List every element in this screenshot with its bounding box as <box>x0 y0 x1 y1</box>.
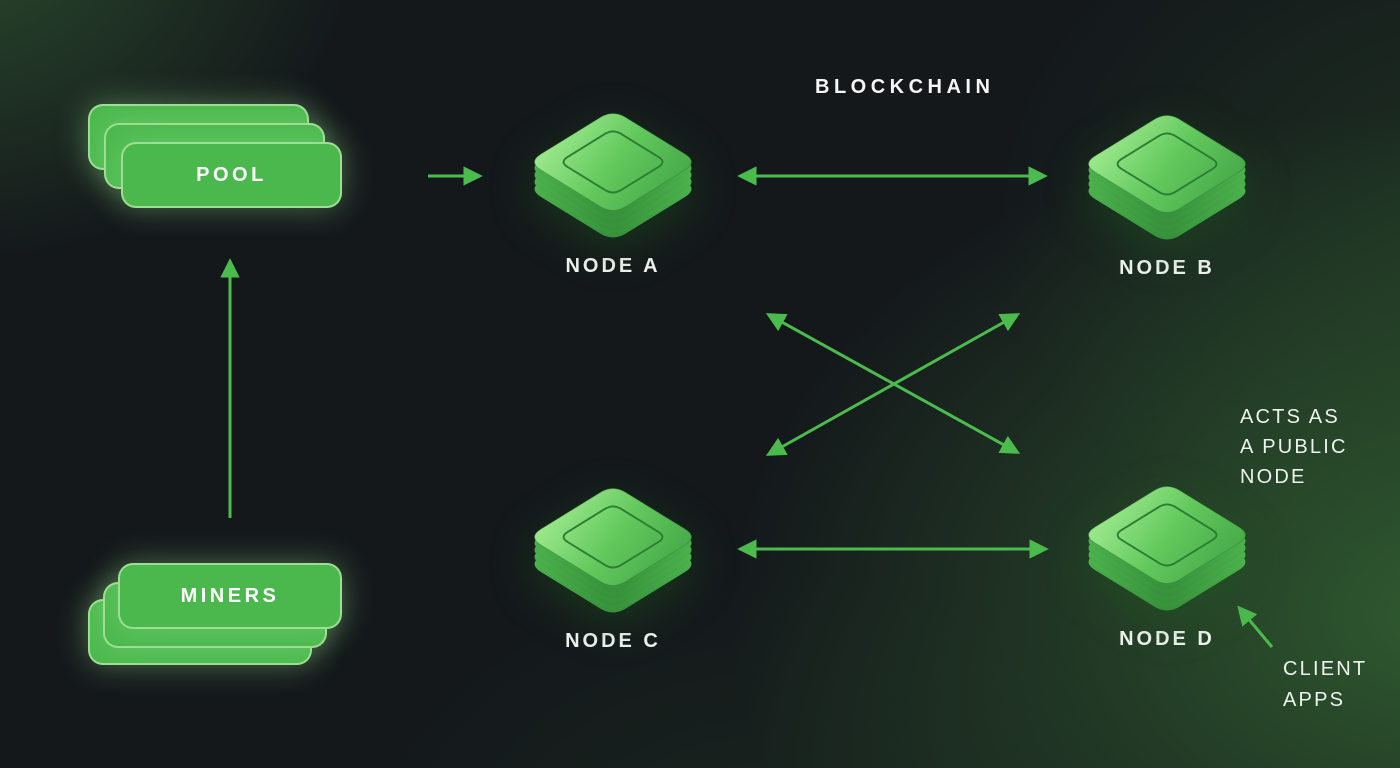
node-d-cube-icon <box>1082 483 1252 616</box>
node-a-cube-icon <box>528 110 698 243</box>
annotation-line: ACTS AS <box>1240 406 1340 428</box>
miners-label: MINERS <box>180 584 280 607</box>
pool-card-front: POOL <box>121 142 342 208</box>
node-c-label: NODE C <box>565 630 661 652</box>
node-a: NODE A <box>528 110 698 278</box>
node-d-label: NODE D <box>1119 628 1215 650</box>
node-c-cube-icon <box>528 485 698 618</box>
annotation-line: A PUBLIC <box>1240 436 1348 458</box>
annotation-acts-as-public-node: ACTS AS A PUBLIC NODE <box>1240 402 1348 492</box>
node-b-label: NODE B <box>1119 257 1215 279</box>
node-a-label: NODE A <box>565 255 661 277</box>
arrow-node-c-node-b <box>765 313 1021 456</box>
pool-stack: POOL <box>88 104 343 209</box>
pool-label: POOL <box>196 163 267 186</box>
miners-card-front: MINERS <box>118 563 342 629</box>
annotation-line: CLIENT <box>1283 658 1368 680</box>
annotation-line: APPS <box>1283 689 1346 711</box>
annotation-line: NODE <box>1240 466 1307 488</box>
annotation-client-apps: CLIENT APPS <box>1283 654 1367 716</box>
arrow-node-a-node-d <box>765 313 1021 454</box>
node-b-cube-icon <box>1082 112 1252 245</box>
miners-stack: MINERS <box>88 563 343 666</box>
node-d: NODE D <box>1082 483 1252 651</box>
node-c: NODE C <box>528 485 698 653</box>
blockchain-title: BLOCKCHAIN <box>815 76 995 98</box>
node-b: NODE B <box>1082 112 1252 280</box>
